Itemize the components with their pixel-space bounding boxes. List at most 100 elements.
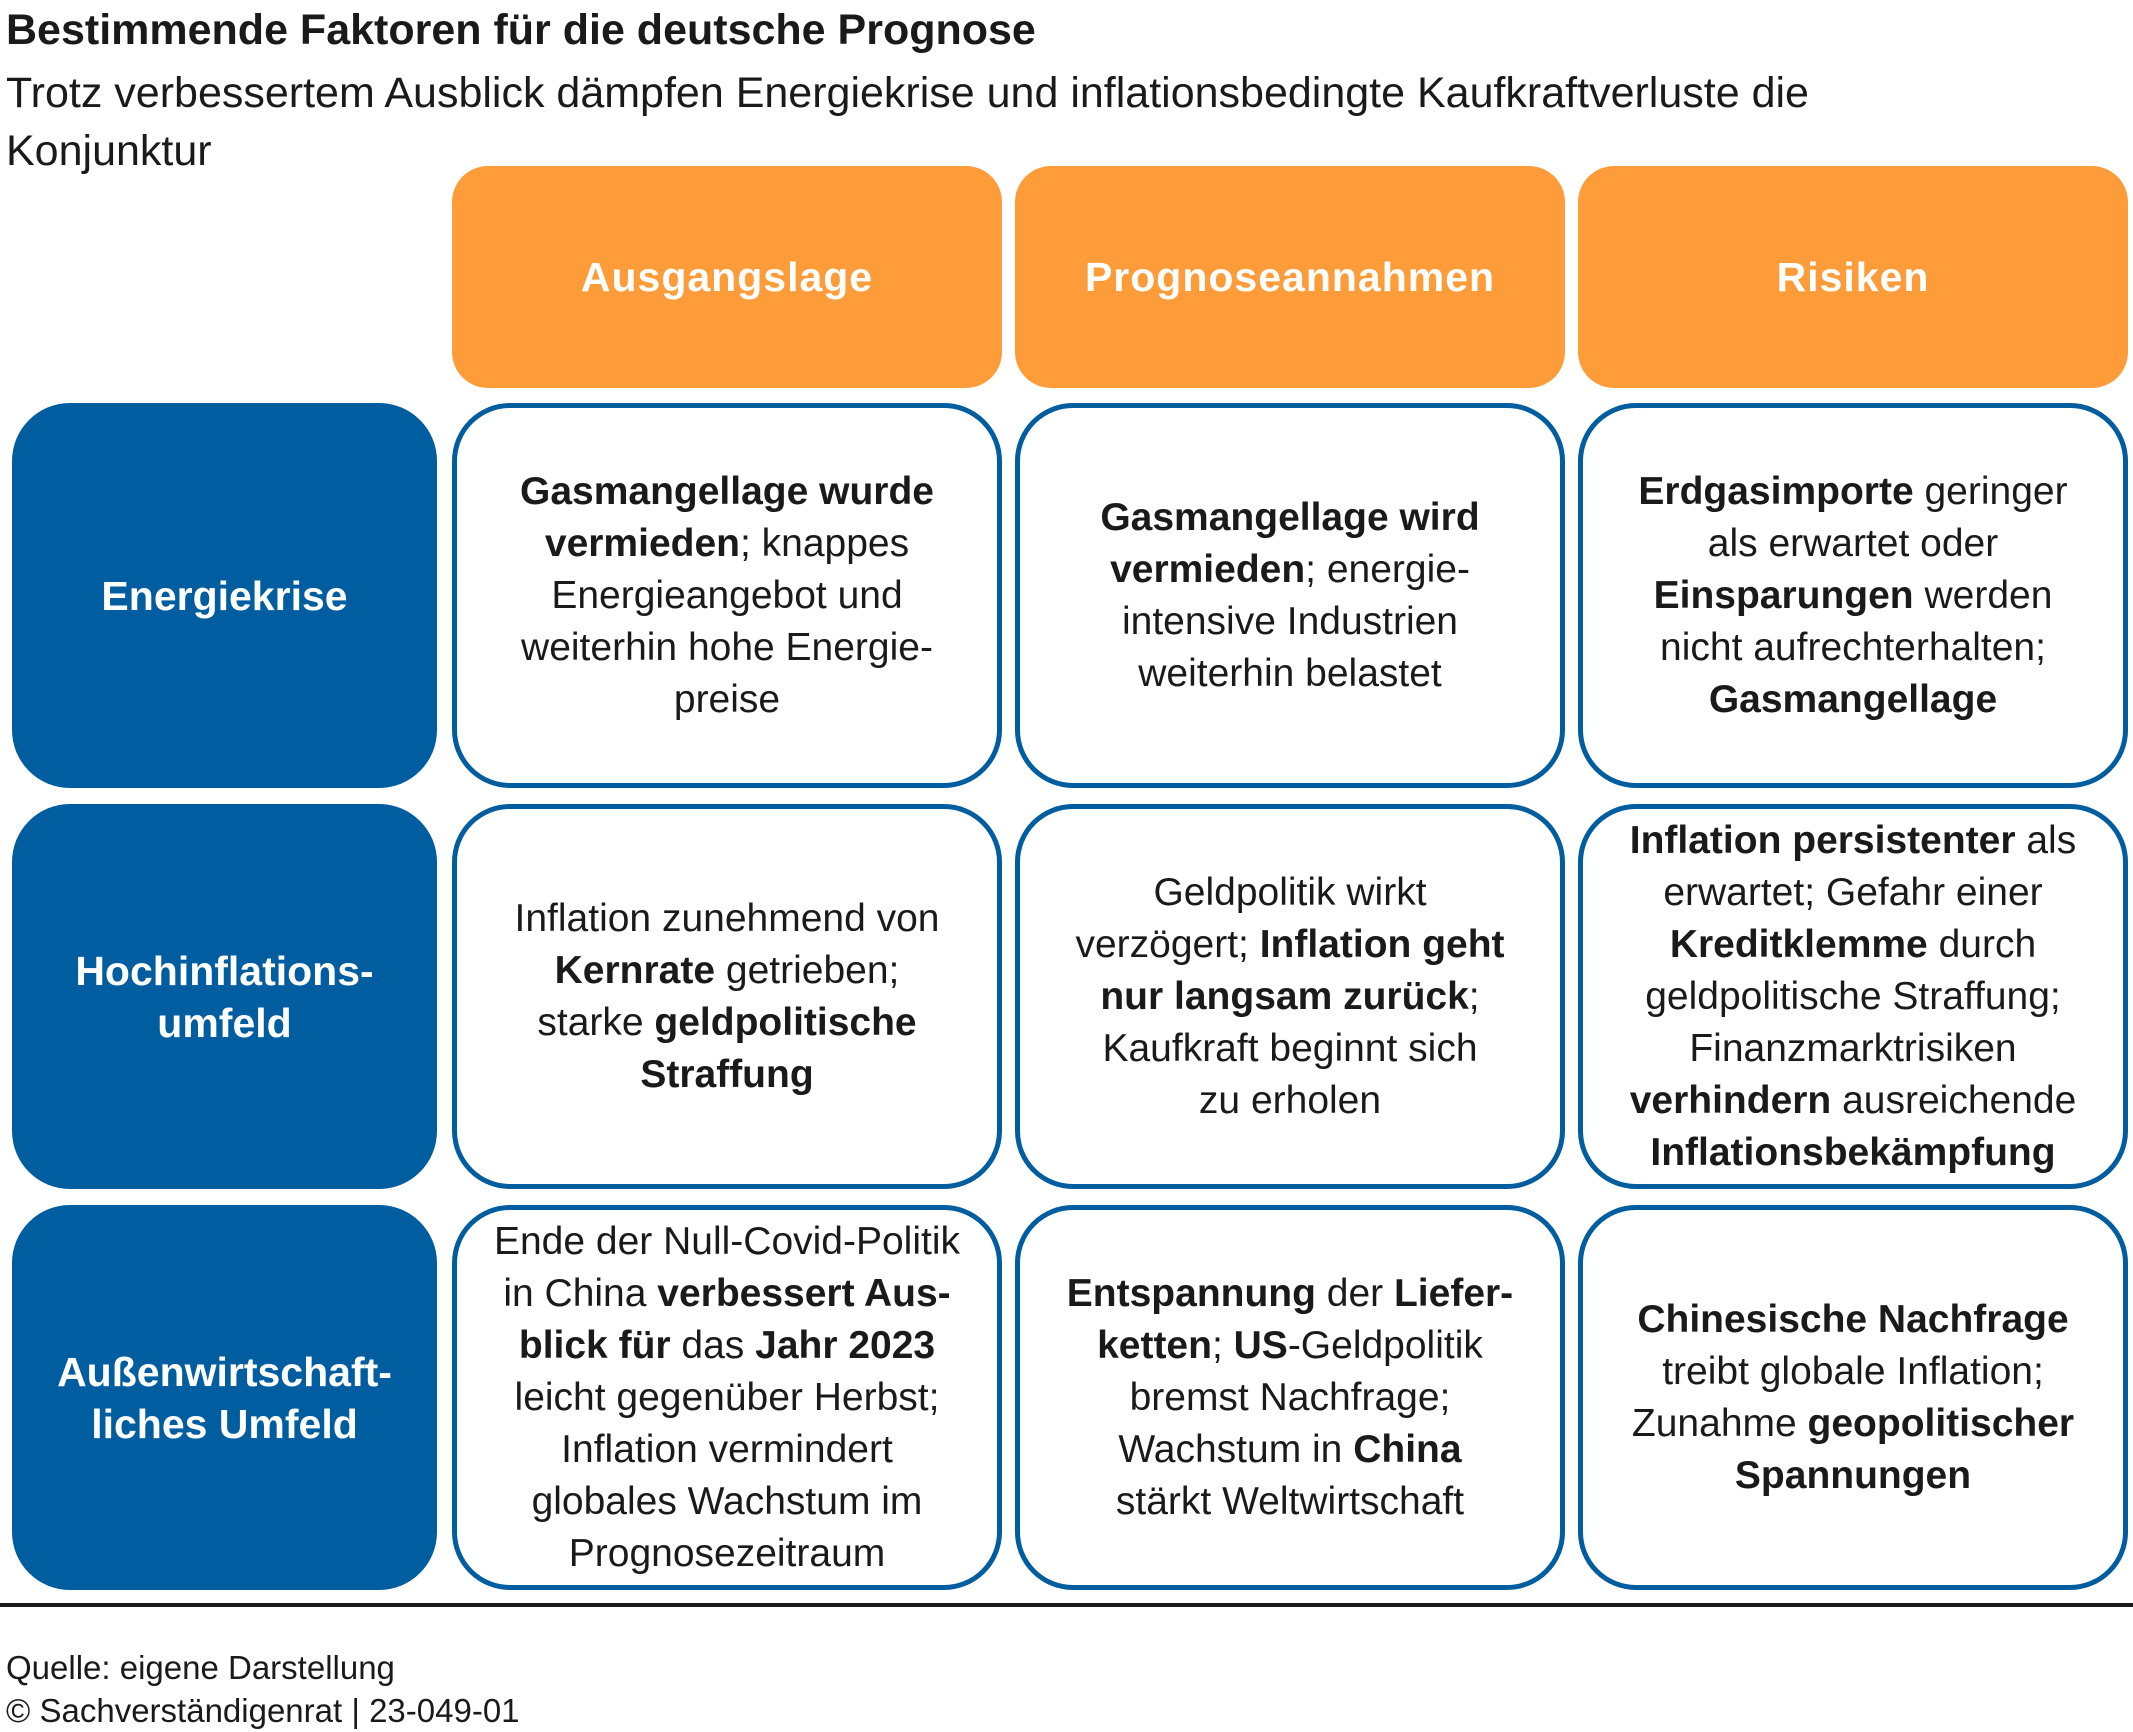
- cell-text-line: verzögert; Inflation geht: [1075, 919, 1504, 971]
- text: das: [670, 1323, 756, 1367]
- cell-text-line: Straffung: [515, 1049, 940, 1101]
- cell-text-line: Erdgasimporte geringer: [1638, 466, 2067, 518]
- bold-text: blick für: [518, 1323, 671, 1367]
- cell-text-line: Inflationsbekämpfung: [1630, 1127, 2077, 1179]
- bold-text: Gasmangellage wird: [1100, 495, 1480, 539]
- bold-text: Jahr 2023: [755, 1323, 936, 1367]
- cell-aussenwirtschaft-ausgangslage: Ende der Null-Covid-Politik in China verb…: [452, 1205, 1002, 1590]
- bold-text: vermieden: [1110, 547, 1306, 591]
- bold-text: geldpolitische: [654, 1000, 917, 1044]
- cell-text-line: geldpolitische Straffung;: [1630, 971, 2077, 1023]
- text: weiterhin belastet: [1138, 651, 1442, 695]
- bold-text: verbessert Aus-: [657, 1271, 951, 1315]
- text: geringer: [1913, 469, 2068, 513]
- row-header-aussenwirtschaftliches-umfeld: Außenwirtschaft-liches Umfeld: [12, 1205, 437, 1590]
- cell-text-line: zu erholen: [1075, 1075, 1504, 1127]
- text: getrieben;: [715, 948, 900, 992]
- bold-text: Entspannung: [1066, 1271, 1316, 1315]
- bold-text: Gasmangellage wurde: [520, 469, 934, 513]
- text: ausreichende: [1831, 1078, 2077, 1122]
- column-header-risiken: Risiken: [1578, 166, 2128, 388]
- text: weiterhin hohe Energie-: [521, 625, 933, 669]
- bold-text: Gasmangellage: [1708, 677, 1998, 721]
- text: Inflation vermindert: [561, 1427, 893, 1471]
- cell-text-line: erwartet; Gefahr einer: [1630, 867, 2077, 919]
- cell-text-line: ketten; US-Geldpolitik: [1067, 1320, 1513, 1372]
- row-header-hochinflationsumfeld: Hochinflations-umfeld: [12, 804, 437, 1189]
- bold-text: vermieden: [544, 521, 740, 565]
- cell-text-line: als erwartet oder: [1638, 518, 2067, 570]
- text: preise: [673, 677, 781, 721]
- cell-text-line: nicht aufrechterhalten;: [1638, 622, 2067, 674]
- cell-text-line: Gasmangellage wurde: [520, 466, 934, 518]
- cell-text-line: weiterhin hohe Energie-: [520, 622, 934, 674]
- cell-text-line: bremst Nachfrage;: [1067, 1372, 1513, 1424]
- cell-text-line: blick für das Jahr 2023: [494, 1320, 960, 1372]
- cell-text-line: Wachstum in China: [1067, 1424, 1513, 1476]
- cell-text-line: Inflation persistenter als: [1630, 815, 2077, 867]
- text: zu erholen: [1198, 1078, 1382, 1122]
- text: Finanzmarktrisiken: [1689, 1026, 2017, 1070]
- text: ;: [1211, 1323, 1234, 1367]
- text: stärkt Weltwirtschaft: [1115, 1479, 1465, 1523]
- text: Kaufkraft beginnt sich: [1102, 1026, 1478, 1070]
- cell-text-line: Kaufkraft beginnt sich: [1075, 1023, 1504, 1075]
- text: leicht gegenüber Herbst;: [514, 1375, 940, 1419]
- cell-aussenwirtschaft-prognoseannahmen: Entspannung der Liefer-ketten; US-Geldpo…: [1015, 1205, 1565, 1590]
- cell-text-line: intensive Industrien: [1100, 596, 1479, 648]
- bold-text: US: [1233, 1323, 1288, 1367]
- cell-text-line: in China verbessert Aus-: [494, 1268, 960, 1320]
- bold-text: Spannungen: [1734, 1453, 1972, 1497]
- copyright-note: © Sachverständigenrat | 23-049-01: [6, 1692, 520, 1729]
- bold-text: Straffung: [640, 1052, 814, 1096]
- cell-text-line: weiterhin belastet: [1100, 648, 1479, 700]
- text: Zunahme: [1631, 1401, 1808, 1445]
- text: Wachstum in: [1118, 1427, 1354, 1471]
- bold-text: Inflation persistenter: [1629, 818, 2016, 862]
- text: starke: [537, 1000, 655, 1044]
- cell-text-line: preise: [520, 674, 934, 726]
- column-header-ausgangslage: Ausgangslage: [452, 166, 1002, 388]
- bold-text: Liefer-: [1393, 1271, 1514, 1315]
- text: ; energie-: [1305, 547, 1470, 591]
- cell-text-line: Kreditklemme durch: [1630, 919, 2077, 971]
- cell-text-line: Ende der Null-Covid-Politik: [494, 1216, 960, 1268]
- chart-title: Bestimmende Faktoren für die deutsche Pr…: [6, 6, 1036, 54]
- bold-text: Kreditklemme: [1669, 922, 1928, 966]
- text: werden: [1913, 573, 2053, 617]
- chart-subtitle: Trotz verbessertem Ausblick dämpfen Ener…: [6, 69, 1809, 175]
- bold-text: Inflationsbekämpfung: [1650, 1130, 2056, 1174]
- cell-text: Gasmangellage wird vermieden; energie-int…: [1100, 492, 1479, 700]
- cell-text-line: verhindern ausreichende: [1630, 1075, 2077, 1127]
- cell-text: Ende der Null-Covid-Politik in China verb…: [494, 1216, 960, 1580]
- bold-text: Einsparungen: [1653, 573, 1914, 617]
- text: Geldpolitik wirkt: [1153, 870, 1427, 914]
- bold-text: nur langsam zurück: [1100, 974, 1469, 1018]
- text: Ende der Null-Covid-Politik: [493, 1219, 961, 1263]
- cell-text-line: Chinesische Nachfrage: [1632, 1294, 2074, 1346]
- text: globales Wachstum im: [531, 1479, 923, 1523]
- cell-text-line: Prognosezeitraum: [494, 1528, 960, 1580]
- cell-text-line: Spannungen: [1632, 1450, 2074, 1502]
- cell-text-line: Inflation vermindert: [494, 1424, 960, 1476]
- bold-text: verhindern: [1629, 1078, 1832, 1122]
- bold-text: ketten: [1097, 1323, 1212, 1367]
- cell-text-line: Energieangebot und: [520, 570, 934, 622]
- cell-text: Entspannung der Liefer-ketten; US-Geldpo…: [1067, 1268, 1513, 1528]
- text: verzögert;: [1075, 922, 1260, 966]
- bold-text: Inflation geht: [1259, 922, 1505, 966]
- cell-hochinflation-prognoseannahmen: Geldpolitik wirkt verzögert; Inflation ge…: [1015, 804, 1565, 1189]
- bold-text: Kernrate: [554, 948, 716, 992]
- cell-text-line: Zunahme geopolitischer: [1632, 1398, 2074, 1450]
- cell-text-line: Gasmangellage: [1638, 674, 2067, 726]
- footer-divider: [0, 1603, 2133, 1607]
- cell-text-line: treibt globale Inflation;: [1632, 1346, 2074, 1398]
